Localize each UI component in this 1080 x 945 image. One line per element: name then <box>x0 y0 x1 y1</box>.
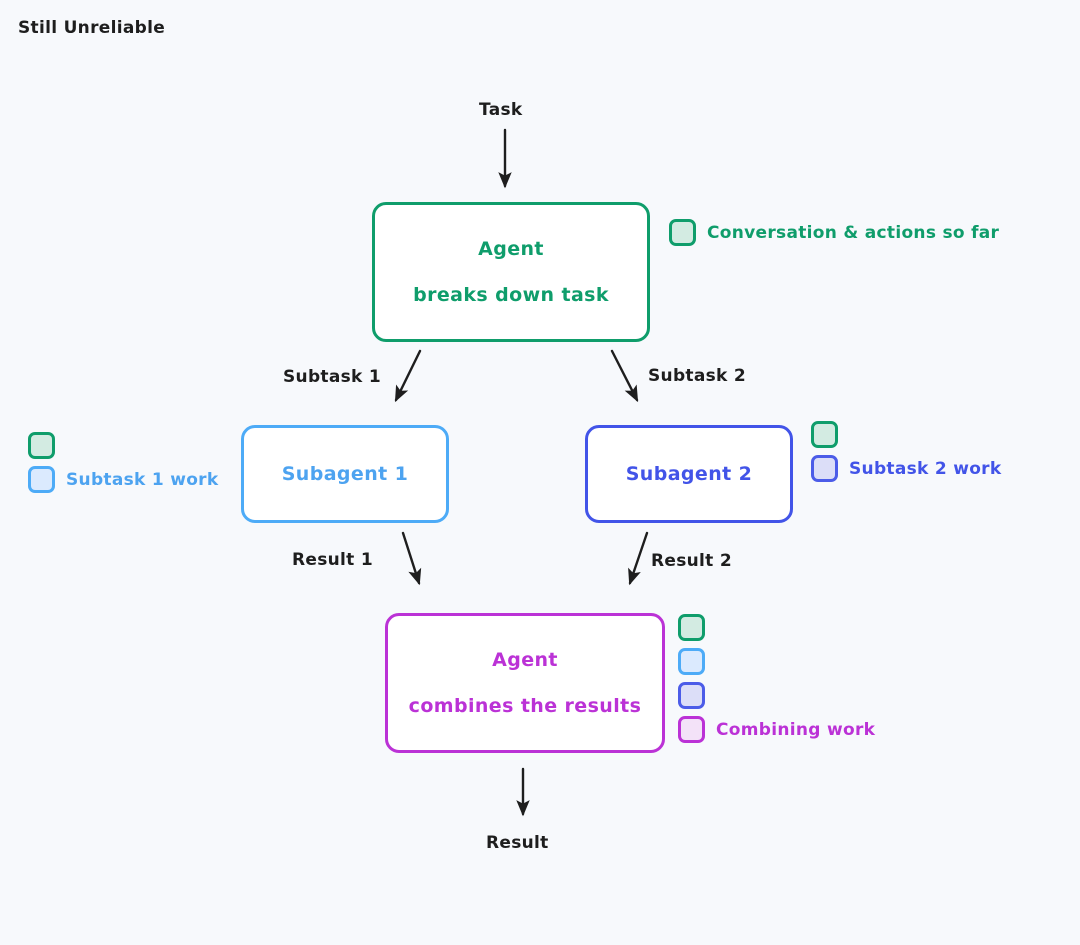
node-subagent-2-label: Subagent 2 <box>625 463 753 485</box>
swatch-blue-icon <box>28 466 55 493</box>
edge-label-result: Result <box>486 833 549 853</box>
node-subagent-2[interactable]: Subagent 2 <box>585 425 793 523</box>
legend-item <box>678 648 705 675</box>
legend-item: Subtask 2 work <box>811 455 1001 482</box>
legend-item: Conversation & actions so far <box>669 219 999 246</box>
edge-label-subtask-2: Subtask 2 <box>648 366 746 386</box>
arrow-subagent-2-to-combiner <box>628 531 649 586</box>
swatch-blue-icon <box>678 648 705 675</box>
legend-subagent-2-context: Subtask 2 work <box>811 421 1001 482</box>
edge-label-result-1: Result 1 <box>292 550 373 570</box>
legend-item <box>811 421 838 448</box>
page-title: Still Unreliable <box>18 18 166 38</box>
legend-label: Subtask 1 work <box>66 469 219 490</box>
legend-item <box>678 682 705 709</box>
node-combiner-line1: Agent <box>492 649 558 671</box>
legend-label: Combining work <box>716 719 876 740</box>
swatch-green-icon <box>669 219 696 246</box>
legend-label: Subtask 2 work <box>849 458 1002 479</box>
swatch-green-icon <box>811 421 838 448</box>
node-orchestrator-agent[interactable]: Agent breaks down task <box>372 202 650 342</box>
swatch-indigo-icon <box>811 455 838 482</box>
node-combiner-agent[interactable]: Agent combines the results <box>385 613 665 753</box>
legend-combiner-context: Combining work <box>678 614 875 743</box>
swatch-indigo-icon <box>678 682 705 709</box>
legend-item: Combining work <box>678 716 875 743</box>
legend-item: Subtask 1 work <box>28 466 218 493</box>
swatch-green-icon <box>28 432 55 459</box>
legend-subagent-1-context: Subtask 1 work <box>28 432 218 493</box>
node-orchestrator-line1: Agent <box>478 238 544 260</box>
arrow-orchestrator-to-subagent-1 <box>394 349 422 403</box>
node-subagent-1-label: Subagent 1 <box>281 463 409 485</box>
legend-orchestrator-context: Conversation & actions so far <box>669 219 999 246</box>
node-subagent-1[interactable]: Subagent 1 <box>241 425 449 523</box>
node-orchestrator-line2: breaks down task <box>413 284 609 306</box>
arrow-subagent-1-to-combiner <box>401 531 422 586</box>
legend-item <box>678 614 705 641</box>
swatch-purple-icon <box>678 716 705 743</box>
arrow-orchestrator-to-subagent-2 <box>610 349 639 403</box>
edge-label-task: Task <box>479 100 523 120</box>
legend-label: Conversation & actions so far <box>707 222 1000 243</box>
swatch-green-icon <box>678 614 705 641</box>
edge-label-result-2: Result 2 <box>651 551 732 571</box>
node-combiner-line2: combines the results <box>408 695 642 717</box>
legend-item <box>28 432 55 459</box>
edge-label-subtask-1: Subtask 1 <box>283 367 381 387</box>
